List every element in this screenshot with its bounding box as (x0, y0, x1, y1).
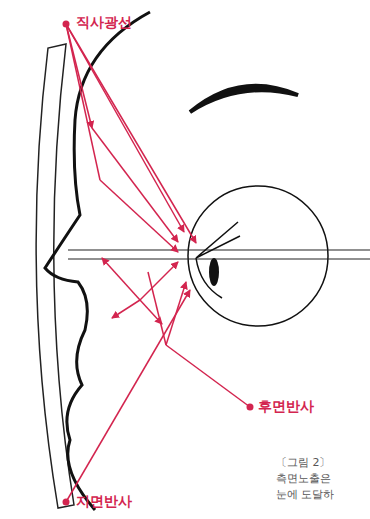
caption-text: 측면노출은 (276, 472, 331, 485)
face-profile (45, 12, 150, 510)
ray-label: 직사광선 (76, 14, 132, 31)
eyebrow (190, 86, 298, 112)
ray-label: 후면반사 (258, 398, 314, 415)
caption-text: 눈에 도달하 (276, 488, 335, 501)
ray-label: 지면반사 (76, 493, 132, 510)
pupil (209, 258, 219, 286)
figure-number: 〔그림 2〕 (276, 456, 331, 469)
eyeball (188, 186, 328, 326)
